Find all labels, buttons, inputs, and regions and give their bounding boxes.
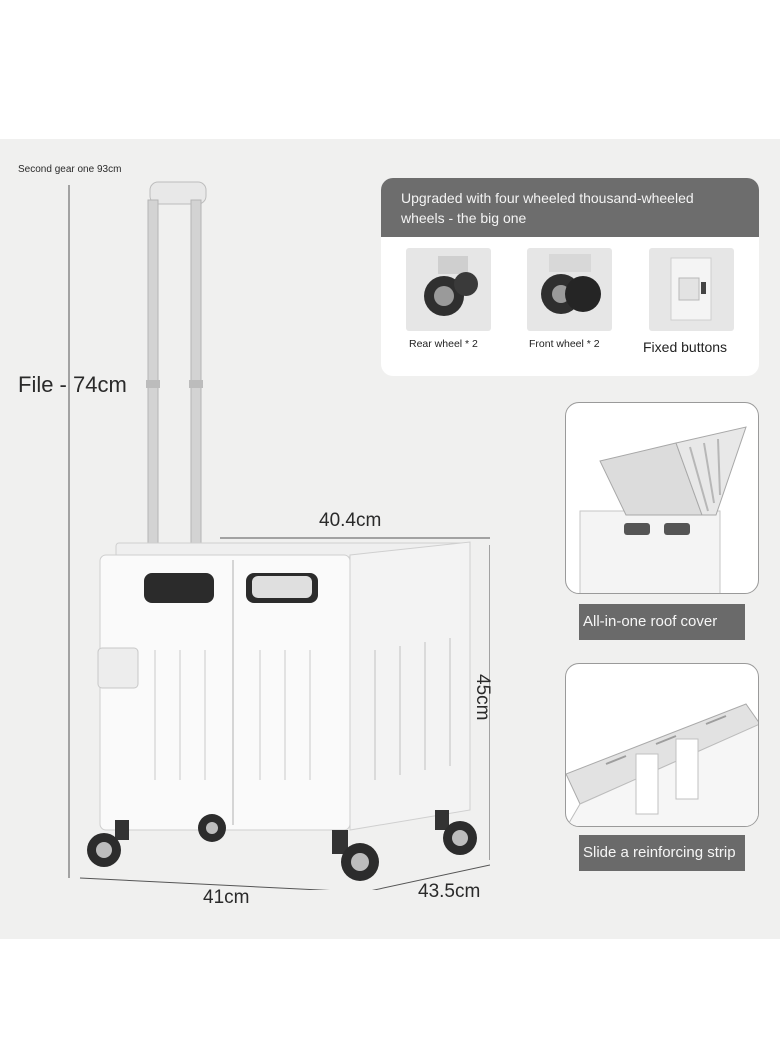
rear-wheel-caption: Rear wheel * 2 — [409, 338, 478, 350]
rear-wheel-image — [406, 248, 491, 331]
depth-guide-line-left — [79, 877, 331, 890]
cart-side-panel — [349, 541, 471, 831]
side-latch — [97, 647, 139, 689]
telescopic-handle — [146, 181, 207, 551]
reinforcing-strip-label: Slide a reinforcing strip — [579, 835, 745, 871]
front-right-wheel — [435, 810, 477, 855]
roof-cover-label: All-in-one roof cover — [579, 604, 745, 640]
fixed-buttons-caption: Fixed buttons — [643, 339, 728, 355]
front-ribs — [154, 650, 311, 780]
bottom-depth-label: 43.5cm — [418, 881, 481, 902]
top-width-label: 40.4cm — [319, 510, 382, 531]
roof-cover-photo — [565, 402, 759, 594]
reinforcing-strip-photo — [565, 663, 759, 827]
body-height-label: 45cm — [472, 674, 493, 721]
handle-height-label: File - 74cm — [18, 372, 127, 397]
front-left-wheel — [332, 830, 379, 881]
fixed-button-image — [649, 248, 734, 331]
bottom-width-label: 41cm — [203, 887, 250, 908]
rear-left-wheel — [87, 820, 129, 867]
side-ribs — [374, 638, 451, 780]
front-wheel-caption: Front wheel * 2 — [529, 338, 600, 350]
wheel-feature-title: Upgraded with four wheeled thousand-whee… — [381, 178, 759, 237]
front-wheel-image — [527, 248, 612, 331]
gear-height-label: Second gear one 93cm — [18, 164, 122, 175]
wheel-feature-card: Upgraded with four wheeled thousand-whee… — [381, 178, 759, 376]
rear-right-wheel — [198, 814, 226, 842]
left-handle-slot — [144, 573, 214, 603]
depth-guide-line-right — [371, 864, 490, 890]
trolley-cart-illustration — [68, 181, 490, 890]
